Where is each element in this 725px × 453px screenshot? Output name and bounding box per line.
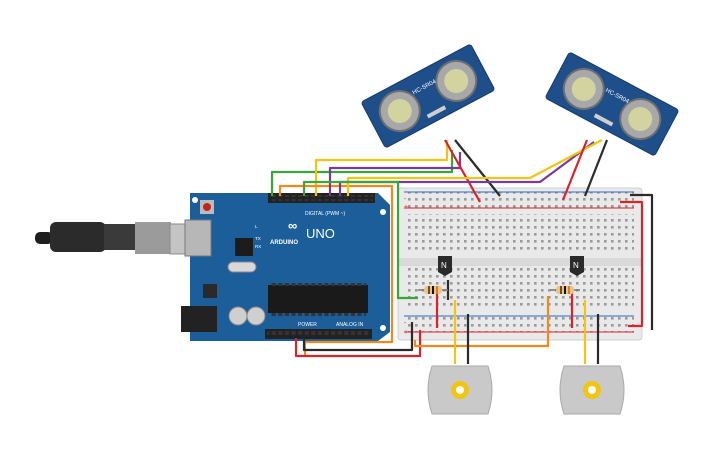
wire-green <box>302 180 418 300</box>
microcontroller-chip <box>268 285 368 313</box>
minus-label: - <box>404 196 407 203</box>
usb-chip <box>235 238 253 256</box>
wire-black <box>630 193 654 330</box>
led-rx-label: RX <box>255 244 261 249</box>
bottom-power-rail <box>404 316 634 332</box>
plus-label: + <box>404 204 408 211</box>
usb-port <box>184 219 212 257</box>
analog-label: ANALOG IN <box>336 322 364 328</box>
wire-red <box>561 139 589 201</box>
wire-orange <box>413 296 550 348</box>
power-jack <box>181 306 217 332</box>
wire-purple <box>338 141 595 196</box>
capacitor <box>228 306 248 326</box>
usb-cable <box>35 222 207 255</box>
wire-yellow <box>314 140 449 196</box>
wire-yellow <box>346 139 603 196</box>
capacitor <box>246 306 266 326</box>
wire-black <box>454 139 501 197</box>
model-label: UNO <box>306 226 335 241</box>
plus-label: + <box>404 329 408 336</box>
resistor[interactable] <box>550 286 580 294</box>
wire-black <box>583 139 609 197</box>
led-tx-label: TX <box>255 236 261 241</box>
transistor[interactable]: N <box>570 256 584 276</box>
wire-red <box>620 200 644 328</box>
breadboard[interactable]: - + - + <box>397 187 643 341</box>
brand-label: ARDUINO <box>270 240 298 246</box>
dc-motor[interactable] <box>559 365 625 415</box>
infinity-logo: ∞ <box>288 218 297 233</box>
top-power-rail <box>404 192 634 208</box>
wire-black <box>302 322 414 352</box>
minus-label: - <box>404 320 407 327</box>
resistor[interactable] <box>418 286 448 294</box>
digital-label: DIGITAL (PWM ~) <box>305 211 345 217</box>
wire-red <box>444 139 481 203</box>
power-label: POWER <box>298 322 317 328</box>
top-terminal-strip <box>404 214 634 254</box>
crystal <box>227 261 257 273</box>
wire-red <box>294 330 422 358</box>
transistor[interactable]: N <box>438 256 452 276</box>
regulator <box>203 284 217 298</box>
wire-green <box>270 150 454 196</box>
dc-motor[interactable] <box>427 365 493 415</box>
ultrasonic-sensor[interactable]: HC-SR04 <box>361 44 495 148</box>
arduino-board[interactable]: ∞ ARDUINO UNO DIGITAL (PWM ~) POWER ANAL… <box>181 193 390 341</box>
led-l-label: L <box>255 224 258 229</box>
transistor-label: N <box>441 261 447 270</box>
bottom-terminal-strip <box>404 268 634 308</box>
transistor-label: N <box>573 261 579 270</box>
ultrasonic-sensor[interactable]: HC-SR04 <box>545 52 679 156</box>
